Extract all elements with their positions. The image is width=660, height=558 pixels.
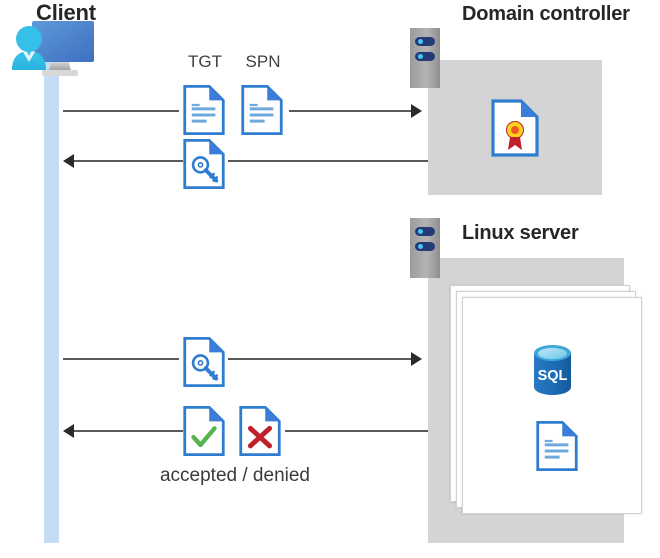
server-rack-icon-linux xyxy=(410,218,440,278)
spn-document-icon xyxy=(241,84,283,136)
key-document-icon-upstream xyxy=(183,336,225,388)
msg-present-ticket-line-right xyxy=(228,358,411,360)
msg-present-ticket-line-left xyxy=(63,358,179,360)
check-document-icon xyxy=(183,405,225,457)
linux-server-label: Linux server xyxy=(462,222,579,244)
tgt-label: TGT xyxy=(188,52,222,71)
msg-service-ticket-line-right xyxy=(228,160,428,162)
msg-result-line-left xyxy=(74,430,183,432)
sql-database-icon: SQL xyxy=(531,344,574,396)
msg-result-line-right xyxy=(285,430,428,432)
msg-present-ticket-arrowhead xyxy=(411,352,422,366)
msg-service-ticket-line-left xyxy=(74,160,183,162)
client-label: Client xyxy=(36,0,96,25)
msg-tgt-spn-line-right xyxy=(289,110,411,112)
key-document-icon-downstream xyxy=(183,138,225,190)
container-card-front[interactable]: Container SQL xyxy=(462,297,642,514)
keytab-document-icon xyxy=(536,420,578,472)
msg-tgt-spn-line-left xyxy=(63,110,179,112)
client-lifeline xyxy=(44,60,59,543)
svg-text:SQL: SQL xyxy=(538,368,568,384)
msg-tgt-spn-arrowhead xyxy=(411,104,422,118)
server-rack-icon-dc xyxy=(410,28,440,88)
tgt-document-icon xyxy=(183,84,225,136)
spn-label: SPN xyxy=(245,52,281,71)
certificate-document-icon xyxy=(491,99,539,157)
user-monitor-icon xyxy=(8,18,108,80)
msg-service-ticket-arrowhead xyxy=(63,154,74,168)
accepted-denied-label: accepted / denied xyxy=(159,465,310,486)
msg-result-arrowhead xyxy=(63,424,74,438)
domain-controller-label: Domain controller xyxy=(462,3,630,25)
cross-document-icon xyxy=(239,405,281,457)
